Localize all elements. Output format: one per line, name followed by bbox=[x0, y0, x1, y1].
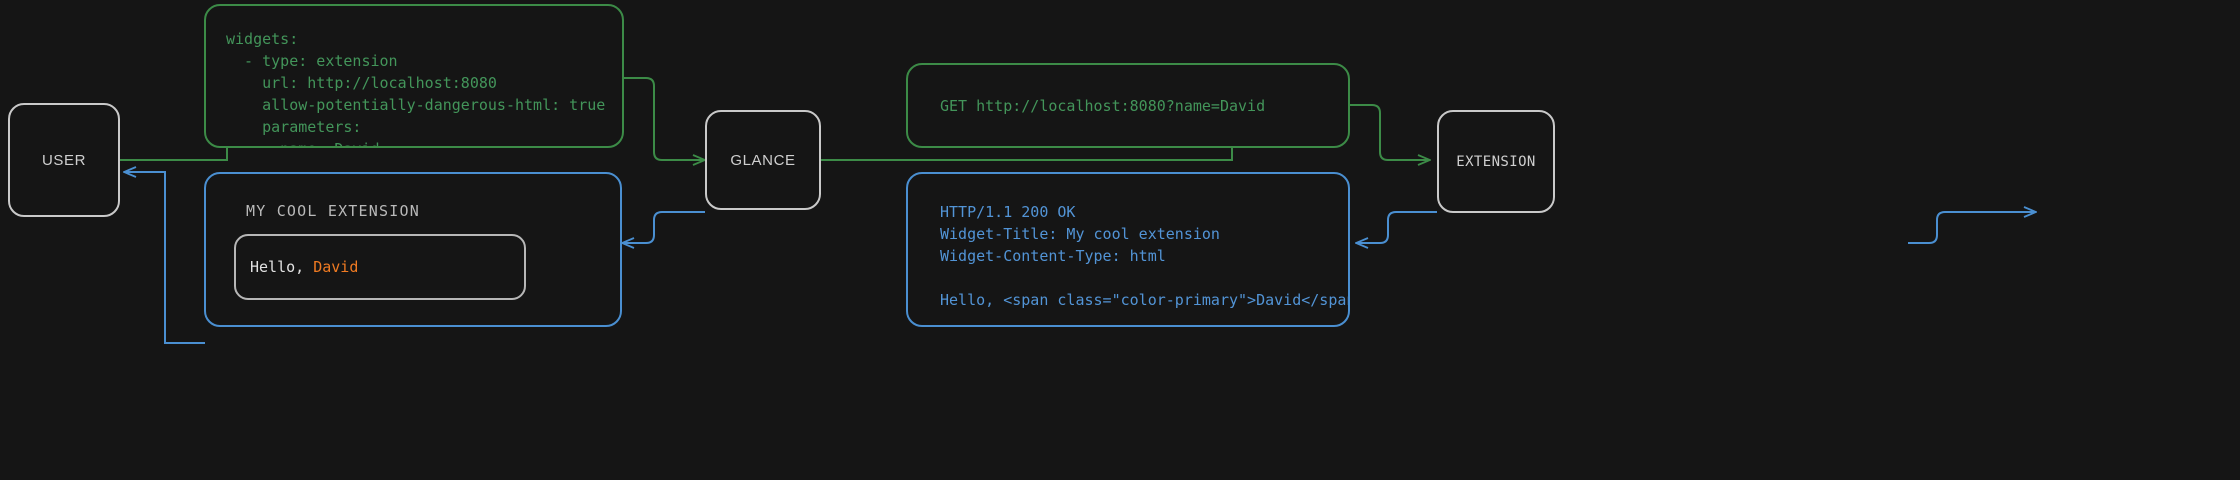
config-yaml-text: widgets: - type: extension url: http://l… bbox=[226, 30, 606, 146]
node-extension[interactable]: EXTENSION bbox=[1437, 110, 1555, 213]
node-glance-label: GLANCE bbox=[730, 151, 796, 169]
widget-preview-card: Hello, David bbox=[234, 234, 526, 300]
widget-preview-title: MY COOL EXTENSION bbox=[246, 202, 420, 220]
edge-response-to-glance bbox=[1908, 212, 2036, 244]
http-response-text: HTTP/1.1 200 OK Widget-Title: My cool ex… bbox=[940, 203, 1350, 309]
http-request-text: GET http://localhost:8080?name=David bbox=[940, 97, 1266, 115]
edge-extension-to-response bbox=[1356, 211, 1437, 243]
widget-preview-box: MY COOL EXTENSION Hello, David bbox=[204, 172, 622, 327]
message-http-request: GET http://localhost:8080?name=David bbox=[906, 63, 1350, 148]
widget-greeting-name: David bbox=[313, 258, 359, 276]
node-glance[interactable]: GLANCE bbox=[705, 110, 821, 210]
message-http-response: HTTP/1.1 200 OK Widget-Title: My cool ex… bbox=[906, 172, 1350, 327]
message-config-yaml: widgets: - type: extension url: http://l… bbox=[204, 4, 624, 148]
node-user-label: USER bbox=[41, 151, 87, 169]
edge-widget-to-user bbox=[124, 172, 205, 344]
edge-glance-to-widget bbox=[622, 211, 705, 243]
edge-config-to-glance bbox=[624, 77, 705, 160]
node-user[interactable]: USER bbox=[8, 103, 120, 217]
widget-greeting-prefix: Hello, bbox=[250, 258, 314, 276]
widget-preview-greeting: Hello, David bbox=[250, 258, 358, 276]
edge-request-to-extension bbox=[1350, 104, 1430, 160]
node-extension-label: EXTENSION bbox=[1456, 153, 1536, 170]
